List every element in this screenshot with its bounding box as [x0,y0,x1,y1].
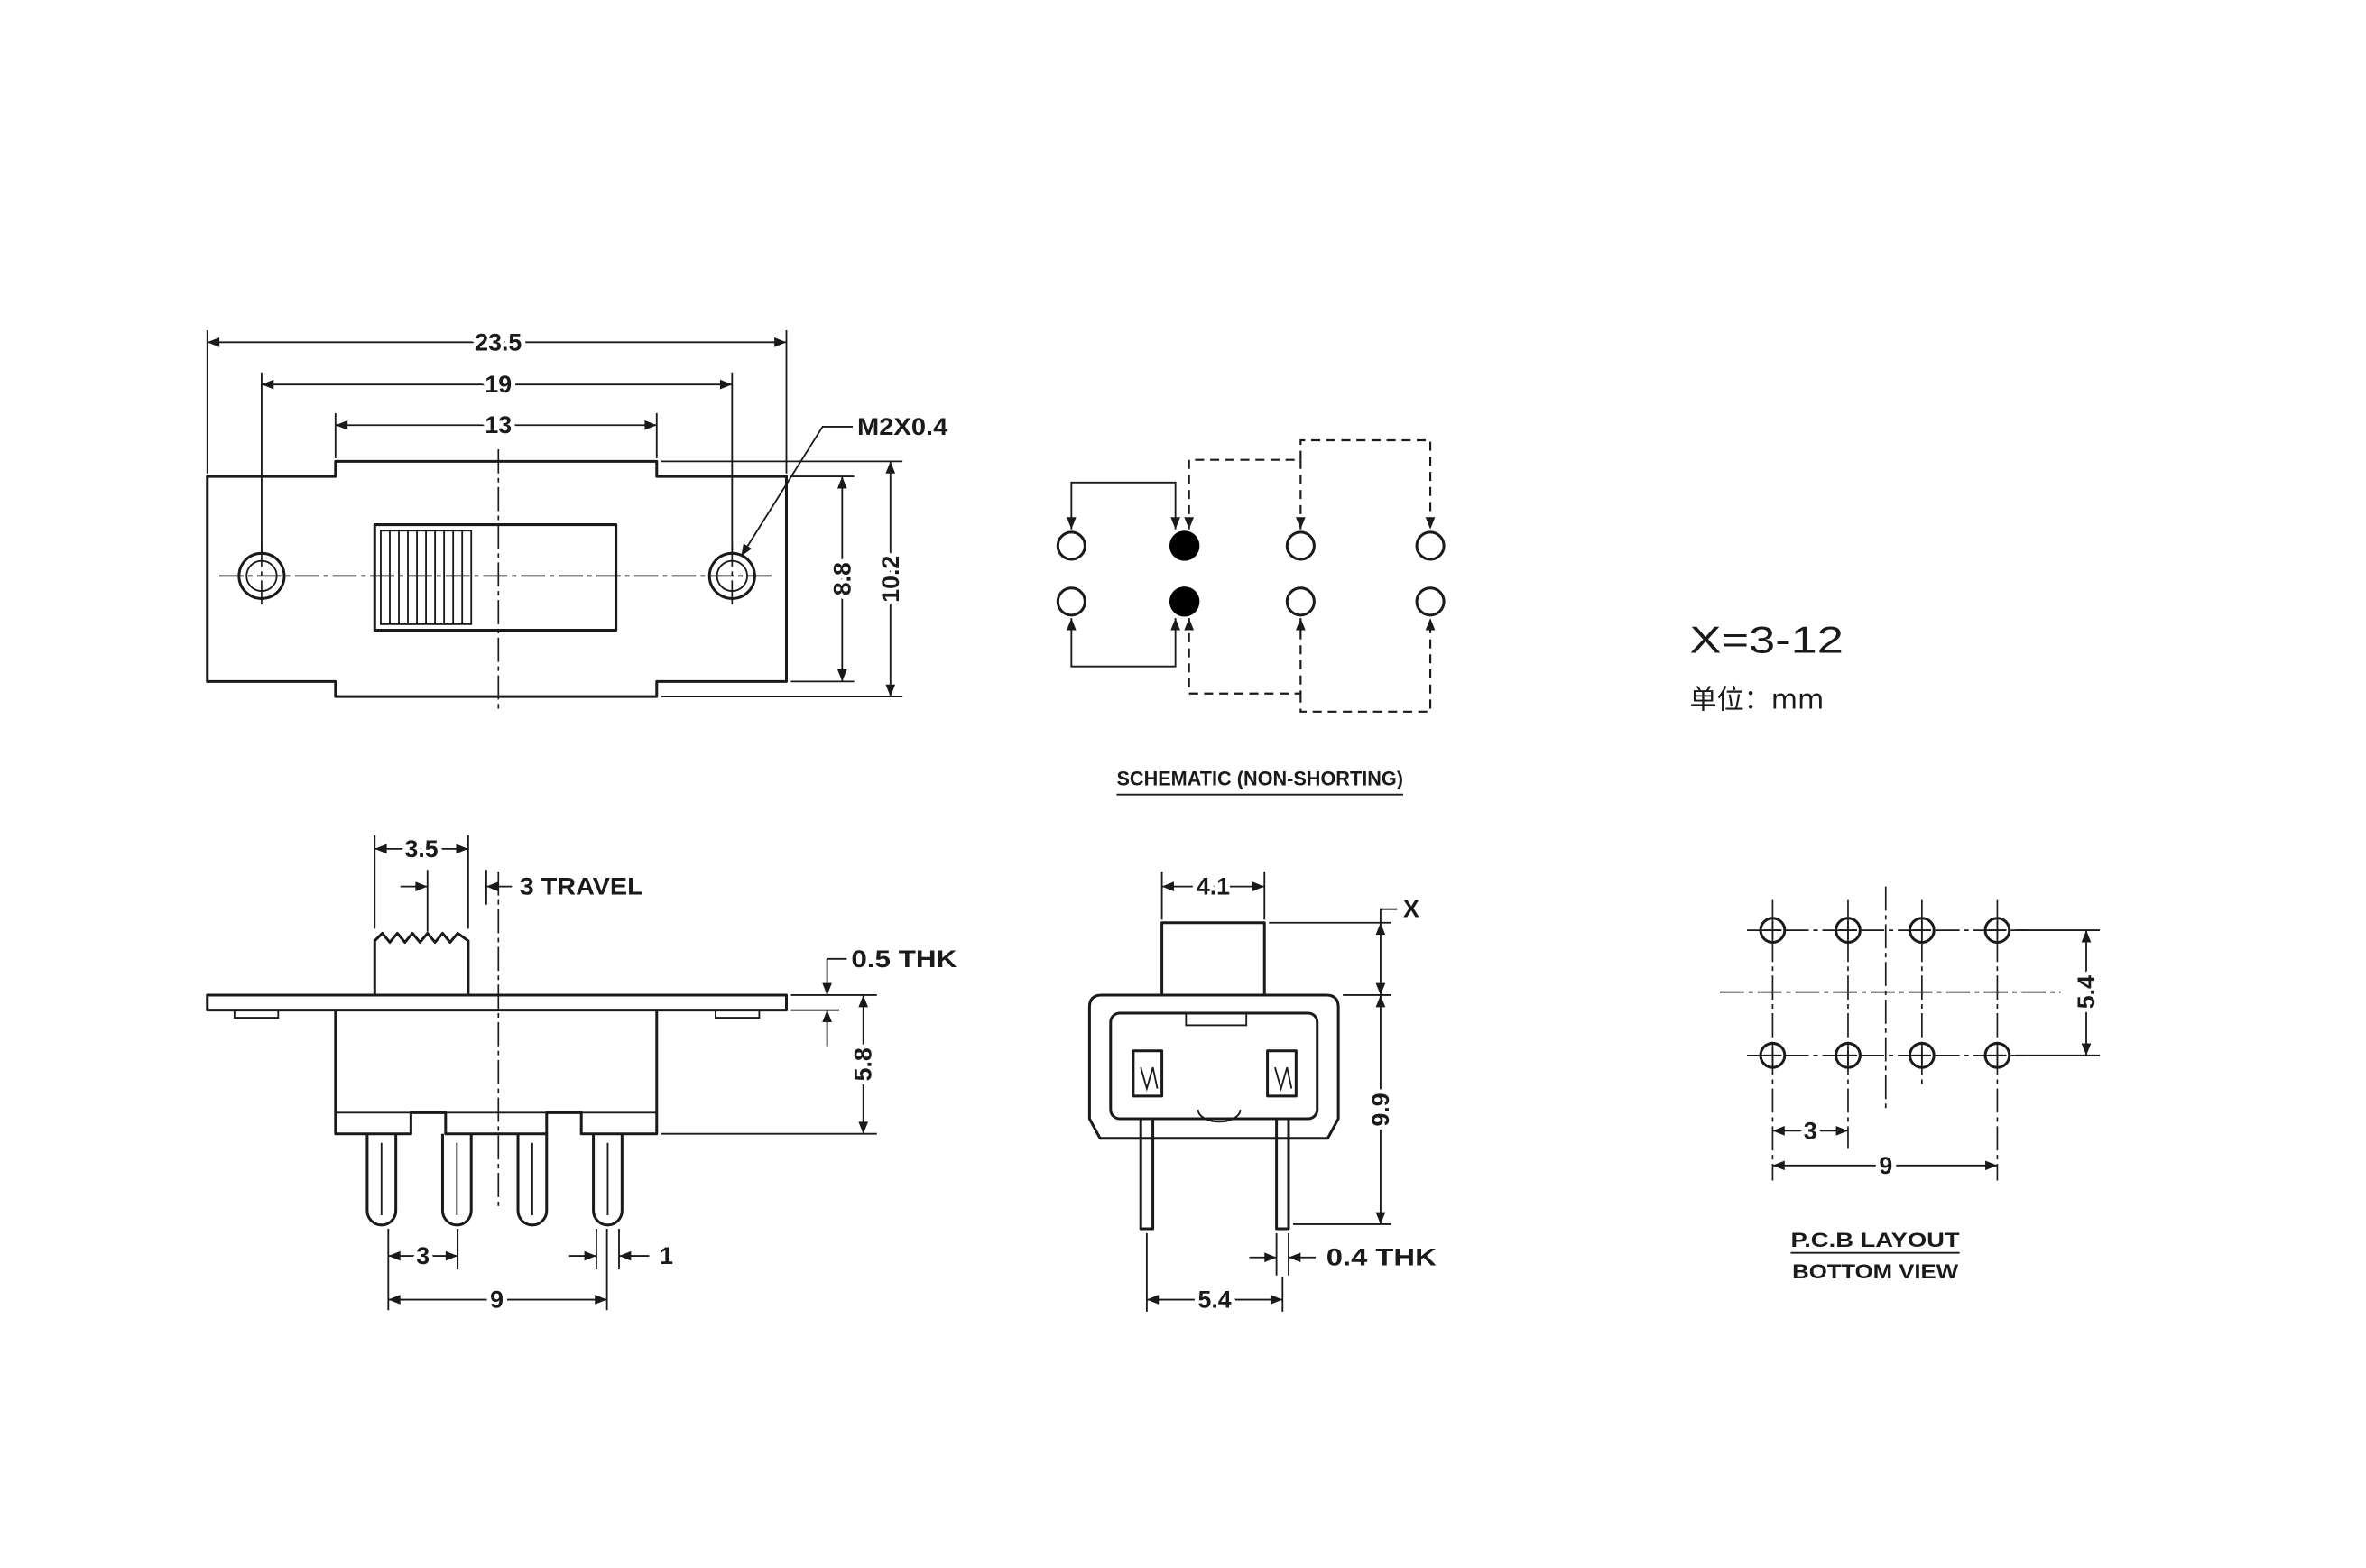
pcb-layout [1719,886,2061,1181]
schematic-bracket-top-dashed-1 [1184,458,1306,530]
schematic-bracket-bottom-dashed-2 [1299,618,1436,713]
dim-label-pin-width: 1 [660,1242,673,1269]
side-view [206,871,788,1227]
thread-spec-label: M2X0.4 [857,413,947,440]
end-view-dimensions: 4.1 X 9.9 0.4 THK 5.4 [1145,869,1437,1318]
dim-label-body-width: 10.2 [877,556,904,603]
dim-label-body-length: 13 [485,411,512,438]
schematic-title: SCHEMATIC (NON-SHORTING) [1116,768,1403,790]
dim-label-hole-pitch: 19 [485,371,512,398]
pcb-hole-top-2 [1835,917,1862,944]
schematic-view: SCHEMATIC (NON-SHORTING) [1056,438,1446,796]
top-view [206,449,788,709]
contact-left [1132,1049,1164,1098]
travel-label: 3 TRAVEL [520,873,643,900]
pin-3 [516,1133,549,1227]
end-view [1087,921,1340,1231]
actuator-side [373,931,470,995]
contact-2-top-closed [1169,530,1200,561]
contact-1-bottom [1056,586,1086,617]
dim-label-pin-row-spacing: 5.4 [1198,1287,1232,1314]
pcb-hole-bottom-2 [1835,1041,1862,1069]
schematic-bracket-top-solid [1066,481,1180,530]
plate-thickness-label: 0.5 THK [851,945,957,973]
body-end-outline [1087,993,1340,1140]
end-pin-right [1275,1118,1290,1231]
slider-carrier [1185,1012,1248,1027]
pin-2 [440,1133,473,1227]
actuator-height-note: X=3-12 [1690,619,1844,661]
dim-label-overall-height: 9.9 [1367,1093,1394,1126]
contact-4-top [1415,530,1446,561]
top-view-center-lines [219,449,773,709]
contact-1-top [1056,530,1086,561]
slider-actuator [373,523,618,632]
schematic-bracket-bottom-solid [1066,618,1180,668]
dim-label-pcb-row-spacing: 5.4 [2073,975,2100,1009]
thread-leader-line [740,426,854,558]
pcb-layout-title: P.C.B LAYOUT [1790,1229,1960,1251]
contact-2-bottom-closed [1169,586,1200,617]
dim-label-flange-width: 8.8 [828,562,855,595]
dim-label-overall-length: 23.5 [475,328,522,355]
top-view-dimensions: 23.5 19 13 M2X0.4 8.8 10.2 [206,324,947,697]
pcb-hole-top-4 [1983,917,2011,944]
contact-3-top [1285,530,1316,561]
dim-label-actuator-width: 3.5 [404,835,438,862]
schematic-bracket-top-dashed-2 [1299,438,1436,530]
notes: X=3-12 单位：mm [1690,619,1844,716]
side-view-extension-lines [374,835,877,1311]
dim-label-pin-thickness: 0.4 THK [1326,1244,1437,1271]
pcb-hole-top-1 [1759,917,1787,944]
plate-tabs [233,1010,761,1019]
pcb-hole-bottom-3 [1908,1041,1936,1069]
pcb-hole-bottom-1 [1759,1041,1787,1069]
contact-right [1266,1049,1298,1098]
contact-4-bottom [1415,586,1446,617]
dim-label-end-actuator-width: 4.1 [1197,873,1230,900]
knurl-lines [389,530,464,624]
pcb-hole-bottom-4 [1983,1041,2011,1069]
pcb-layout-subtitle: BOTTOM VIEW [1792,1260,1958,1283]
contact-3-bottom [1285,586,1316,617]
dim-label-body-height: 5.8 [850,1047,877,1081]
mounting-plate [206,993,788,1012]
pcb-hole-crosshairs [1763,921,2007,1065]
pin-4 [592,1133,624,1227]
dim-label-actuator-height: X [1403,896,1419,923]
dim-label-pin-pitch: 3 [416,1242,430,1269]
top-view-extension-lines [206,329,903,697]
dim-label-pcb-span: 9 [1879,1152,1892,1179]
actuator-height-leader [1380,908,1398,923]
pin-1 [365,1133,398,1227]
unit-note: 单位：mm [1690,684,1825,715]
pcb-center-lines [1719,886,2061,1181]
contact-springs [1140,1066,1293,1092]
pin-center-marks [380,1142,609,1215]
pcb-hole-top-3 [1908,917,1936,944]
detent-bump [1197,1109,1242,1123]
end-pin-left [1139,1118,1155,1231]
dim-label-pcb-pitch: 3 [1804,1117,1817,1144]
top-view-outline [206,459,788,698]
dim-label-pin-span: 9 [490,1287,504,1314]
schematic-bracket-bottom-dashed-1 [1184,618,1306,695]
